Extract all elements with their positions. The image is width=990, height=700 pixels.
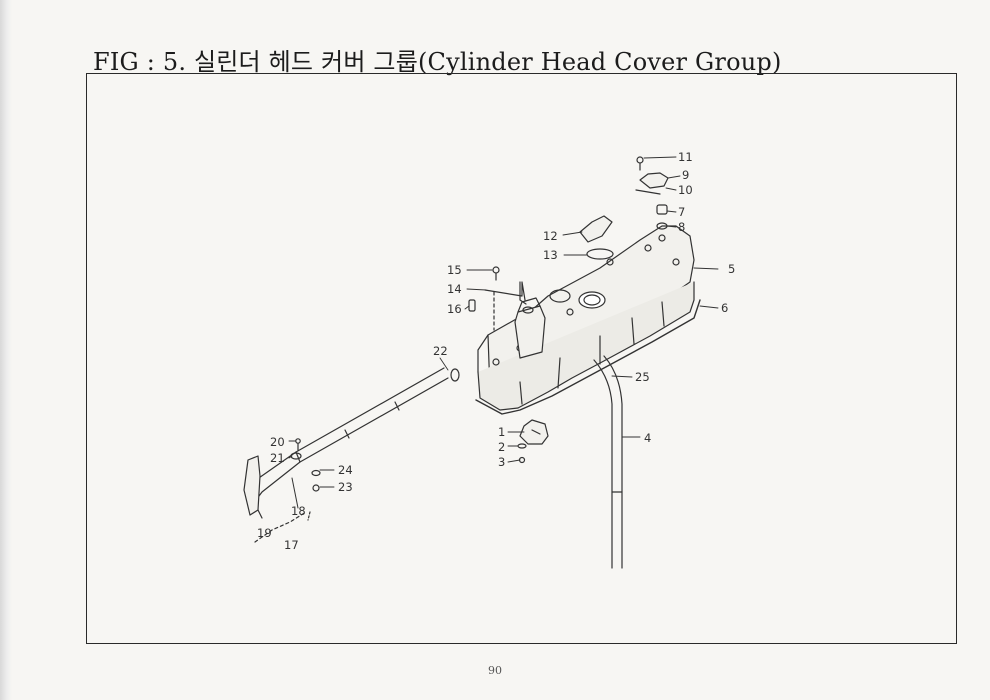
mounting-bracket [517,419,549,464]
callout-24: 24 [338,463,353,477]
callout-10: 10 [678,183,693,197]
leader-lines [288,156,719,488]
oil-filler-cap [579,215,613,243]
callout-8: 8 [678,220,685,234]
pipe-o-ring [450,368,460,382]
callout-5: 5 [728,262,735,276]
callout-19: 19 [257,526,272,540]
callout-25: 25 [635,370,650,384]
filler-o-ring [586,248,614,260]
callout-3: 3 [498,455,505,469]
top-small-parts [635,156,669,230]
group-bracket-17 [254,511,307,543]
callout-4: 4 [644,431,651,445]
callout-1: 1 [498,425,505,439]
figure-frame [86,73,957,644]
callout-2: 2 [498,440,505,454]
page-number: 90 [488,664,502,677]
cover-gasket [475,299,701,415]
breather-hose [593,355,623,569]
breather-pipe [243,367,449,519]
callout-18: 18 [291,504,306,518]
callout-7: 7 [678,205,685,219]
callout-labels: 11 9 10 7 8 12 13 15 14 16 22 5 6 25 4 1… [257,150,735,552]
callout-9: 9 [682,168,689,182]
figure-title: FIG : 5. 실린더 헤드 커버 그룹(Cylinder Head Cove… [93,48,782,76]
callout-11: 11 [678,150,693,164]
callout-16: 16 [447,302,462,316]
callout-22: 22 [433,344,448,358]
binder-edge [0,0,12,700]
callout-15: 15 [447,263,462,277]
callout-21: 21 [270,451,285,465]
callout-12: 12 [543,229,558,243]
callout-23: 23 [338,480,353,494]
callout-14: 14 [447,282,462,296]
breather-bracket [468,266,527,331]
callout-17: 17 [284,538,299,552]
cylinder-head-cover [477,225,695,411]
callout-13: 13 [543,248,558,262]
callout-6: 6 [721,301,728,315]
callout-20: 20 [270,435,285,449]
